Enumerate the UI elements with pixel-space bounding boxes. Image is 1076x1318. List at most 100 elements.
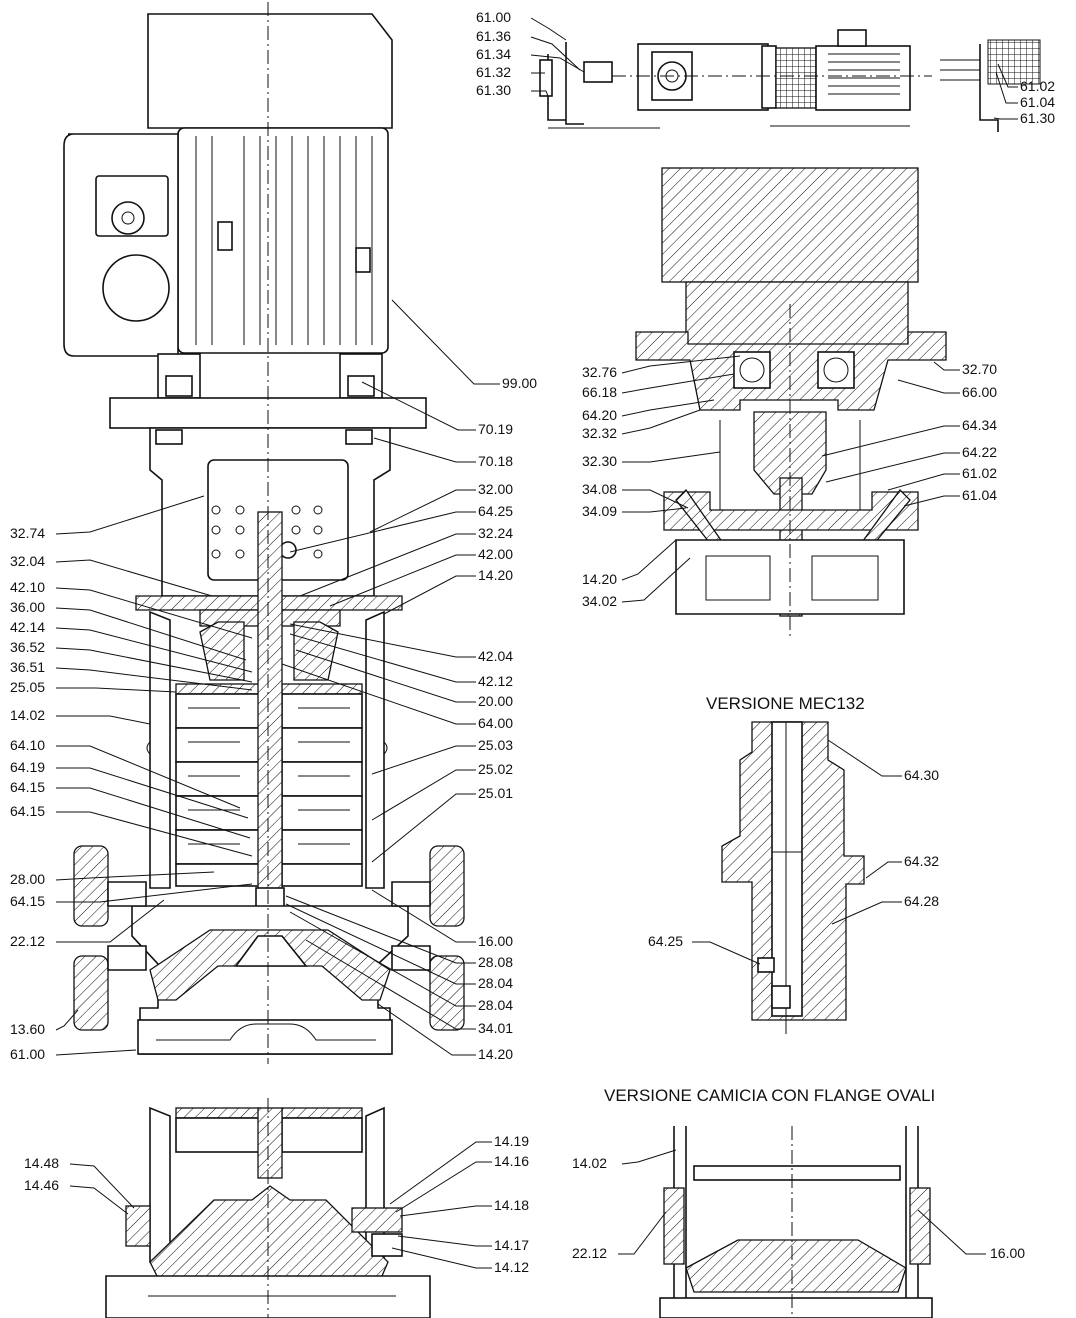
- leader-line: [397, 1235, 492, 1247]
- leader-line: [373, 437, 476, 463]
- leader-line: [621, 409, 701, 435]
- part-label: 32.00: [478, 481, 513, 497]
- leader-line: [917, 1209, 986, 1255]
- part-label: 28.04: [478, 975, 513, 991]
- leader-line: [56, 787, 251, 839]
- part-label: 34.08: [582, 481, 617, 497]
- inlet-flange-left: [73, 845, 109, 927]
- leader-line: [56, 883, 253, 903]
- part-label: 14.02: [572, 1155, 607, 1171]
- lantern-section: [635, 331, 947, 411]
- leader-line: [622, 507, 687, 513]
- leader-line: [371, 769, 476, 821]
- part-label: 32.74: [10, 525, 45, 541]
- shaft: [257, 511, 283, 897]
- part-label: 64.15: [10, 893, 45, 909]
- part-label: 61.04: [1020, 94, 1055, 110]
- part-label: 64.32: [904, 853, 939, 869]
- leader-line: [55, 1049, 137, 1056]
- part-label: 99.00: [502, 375, 537, 391]
- part-label: 14.17: [494, 1237, 529, 1253]
- motor-section: [661, 167, 919, 283]
- leader-line: [995, 71, 1018, 104]
- leader-line: [827, 739, 902, 777]
- part-label: 66.00: [962, 384, 997, 400]
- leader-line: [289, 511, 476, 553]
- leader-line: [618, 1211, 667, 1255]
- leader-line: [621, 399, 715, 417]
- foot-detail-right: [940, 39, 1041, 132]
- leader-line: [692, 941, 761, 965]
- part-label: 64.20: [582, 407, 617, 423]
- part-label: 64.25: [648, 933, 683, 949]
- part-label: 70.18: [478, 453, 513, 469]
- leader-line: [371, 745, 476, 775]
- leader-line: [377, 1003, 476, 1056]
- leader-line: [391, 299, 500, 385]
- outlet-flange-right: [429, 845, 465, 927]
- leader-line: [56, 715, 151, 725]
- part-label: 61.02: [962, 465, 997, 481]
- leader-line: [55, 647, 253, 683]
- part-label: 42.12: [478, 673, 513, 689]
- leader-line: [903, 495, 960, 507]
- part-label: 14.16: [494, 1153, 529, 1169]
- part-label: 64.30: [904, 767, 939, 783]
- leader-line: [395, 1161, 492, 1213]
- part-label: 61.30: [476, 82, 511, 98]
- leader-line: [865, 861, 902, 879]
- part-label: 70.19: [478, 421, 513, 437]
- leader-line: [530, 54, 585, 73]
- leader-line: [821, 425, 960, 457]
- leader-line: [55, 871, 215, 881]
- leader-line: [295, 649, 476, 703]
- part-label: 14.19: [494, 1133, 529, 1149]
- leader-line: [621, 557, 691, 603]
- part-label: 61.36: [476, 28, 511, 44]
- foot-detail-left: [539, 42, 660, 129]
- part-label: 32.24: [478, 525, 513, 541]
- seal-cover-section: [663, 491, 919, 531]
- part-label: 61.00: [476, 9, 511, 25]
- part-label: 14.46: [24, 1177, 59, 1193]
- leader-line: [371, 889, 476, 943]
- bottom-left-base-detail: [105, 1098, 431, 1318]
- leader-line: [299, 533, 476, 597]
- part-label: 13.60: [10, 1021, 45, 1037]
- leader-line: [361, 381, 476, 431]
- part-label: 20.00: [478, 693, 513, 709]
- outer-sleeve: [149, 610, 171, 889]
- part-label: 42.10: [10, 579, 45, 595]
- part-label: 32.04: [10, 553, 45, 569]
- leader-line: [383, 575, 476, 615]
- part-label: 61.00: [10, 1046, 45, 1062]
- leader-line: [622, 451, 721, 463]
- part-label: 16.00: [990, 1245, 1025, 1261]
- leader-line: [933, 361, 960, 371]
- part-label: 22.12: [572, 1245, 607, 1261]
- leader-line: [55, 495, 205, 535]
- part-label: 34.09: [582, 503, 617, 519]
- leader-line: [56, 687, 177, 693]
- leader-line: [530, 36, 581, 71]
- part-label: 25.02: [478, 761, 513, 777]
- oval-flange-sleeve-detail: [659, 1126, 933, 1318]
- part-label: 32.32: [582, 425, 617, 441]
- leader-line: [621, 539, 677, 581]
- part-label: 14.20: [478, 1046, 513, 1062]
- part-label: 64.34: [962, 417, 997, 433]
- leader-line: [285, 903, 476, 985]
- horizontal-pump-view: [612, 29, 932, 127]
- part-label: 22.12: [10, 933, 45, 949]
- part-label: 32.30: [582, 453, 617, 469]
- leader-line: [56, 767, 249, 819]
- part-label: 61.04: [962, 487, 997, 503]
- part-label: 64.15: [10, 779, 45, 795]
- part-label: 64.22: [962, 444, 997, 460]
- leader-line: [56, 811, 253, 857]
- leader-line: [289, 911, 476, 1007]
- capacitor-cover: [102, 254, 170, 322]
- leader-line: [69, 1185, 129, 1215]
- caption-mec132: VERSIONE MEC132: [706, 694, 865, 713]
